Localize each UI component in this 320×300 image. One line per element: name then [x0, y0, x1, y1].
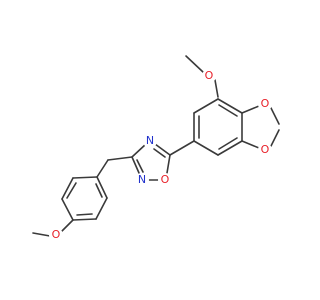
bond-a3-o-lower	[241, 140, 260, 149]
bond-b3-b4-inner	[76, 213, 93, 216]
bond-o-lower-ch2	[270, 129, 280, 147]
bond-b5-b6-inner	[66, 182, 77, 199]
bond-a3-a4	[217, 140, 243, 156]
bond-b1-b2	[96, 176, 108, 199]
oxadiazole-lower-nitrogen-label: N	[138, 173, 146, 186]
oxadiazole-lower-nitrogen: N	[135, 173, 149, 187]
bond-c5-n4	[154, 143, 171, 156]
dioxole-upper-oxygen-label: O	[261, 97, 270, 110]
bond-a1-a2-inner	[218, 104, 238, 117]
dioxole-lower-oxygen: O	[258, 143, 272, 157]
bond-b4-o	[61, 219, 74, 232]
bond-b4-b5	[61, 198, 74, 221]
bond-b5-b6	[61, 177, 74, 200]
atom-labels: O O O N N O O	[49, 69, 272, 242]
bond-a2-o-upper	[241, 105, 260, 114]
structure-drawing: O O O N N O O	[32, 55, 280, 242]
molecule-diagram: O O O N N O O	[32, 55, 280, 242]
bond-ch2-b1	[96, 159, 109, 178]
bond-n4-c3	[131, 143, 147, 158]
bond-c3-n2-double	[136, 159, 144, 173]
bond-c5-n4-double	[153, 148, 166, 158]
bond-b1-b2-inner	[95, 183, 103, 198]
anisole-oxygen: O	[49, 228, 63, 242]
bond-b6-b1	[72, 176, 98, 179]
bond-a6-a1	[193, 98, 219, 114]
oxadiazole-oxygen: O	[158, 173, 172, 187]
anisole-oxygen-label: O	[52, 228, 61, 241]
methoxy-top-oxygen-label: O	[205, 69, 214, 82]
bond-o-top-c7	[214, 79, 219, 98]
oxadiazole-oxygen-label: O	[161, 173, 170, 186]
oxadiazole-upper-nitrogen: N	[143, 134, 157, 148]
bond-a4-a5	[193, 140, 219, 156]
bond-o1-c5	[166, 154, 171, 174]
dioxole-lower-oxygen-label: O	[261, 143, 270, 156]
bond-methyl-o-top	[185, 55, 204, 73]
dioxole-upper-oxygen: O	[258, 97, 272, 111]
methoxy-top-oxygen: O	[202, 69, 216, 83]
bond-c3-n2	[131, 156, 140, 174]
bond-a3-a4-inner	[218, 137, 238, 150]
bond-c3-ch2	[107, 156, 133, 161]
bond-b3-b4	[72, 218, 97, 221]
oxadiazole-upper-nitrogen-label: N	[146, 134, 154, 147]
bond-o-methyl-bottom	[32, 232, 51, 237]
bond-a1-a2	[217, 98, 243, 114]
bond-o-upper-ch2	[270, 107, 280, 125]
bond-b2-b3	[95, 197, 108, 220]
bond-a5-c5	[169, 140, 195, 156]
bonds	[32, 55, 280, 237]
